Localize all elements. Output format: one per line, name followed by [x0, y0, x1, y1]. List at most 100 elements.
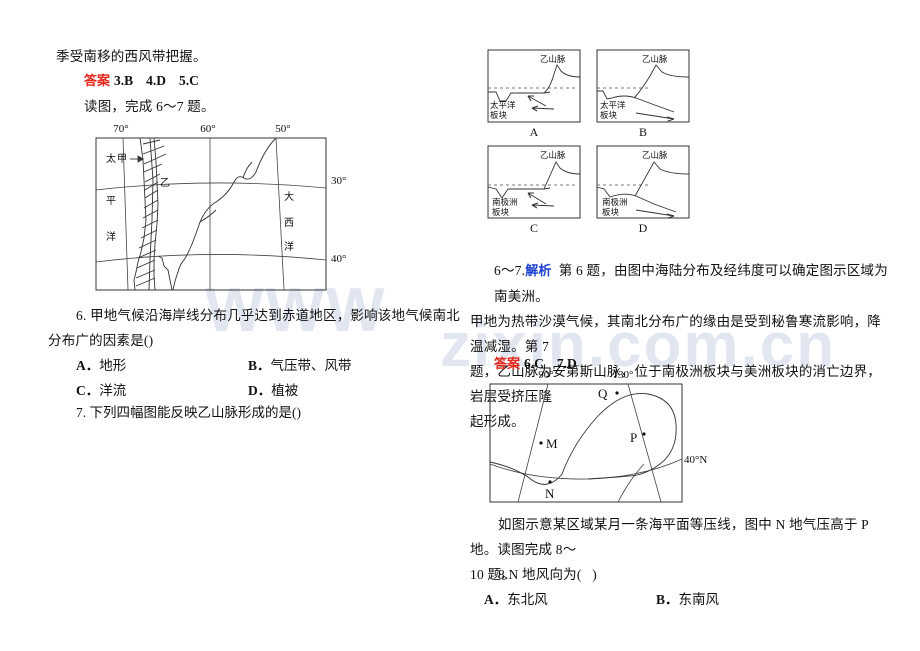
panel-C-plate-line1: 南极洲 — [492, 197, 518, 208]
answer-tag: 答案 — [84, 74, 111, 89]
question-7-number: 7. — [76, 405, 87, 420]
south-america-coast-map: 70° 60° 50° 30° 40° — [88, 120, 368, 298]
panel-C-label: C — [530, 221, 538, 235]
option-6-D-text: 植被 — [271, 383, 299, 398]
isobar-point-Q-dot — [615, 391, 619, 395]
lead-q810-line-1: 如图示意某区域某月一条海平面等压线，图中 N 地气压高于 P 地。读图完成 8～ — [470, 517, 869, 557]
option-8-A-text: 东北风 — [507, 592, 548, 607]
panel-D-plate-line2: 板块 — [602, 207, 620, 218]
map-point-b-label: 乙 — [160, 177, 170, 189]
answer-item-4: 4.D — [146, 73, 167, 88]
isobar-point-M-dot — [539, 441, 543, 445]
question-8-blank: ) — [592, 567, 597, 582]
panel-D-label: D — [639, 221, 648, 235]
lead-q810-line-2: 10 题。 — [470, 567, 515, 582]
isobar-point-M: M — [546, 436, 558, 451]
question-6-stem: 6. 甲地气候沿海岸线分布几乎达到赤道地区，影响该地气候南北分布广的因素是() — [48, 303, 468, 353]
map-label-pacific-c2: 平 — [106, 196, 116, 207]
question-8-text: N 地风向为( — [508, 567, 582, 582]
panel-C-mountain-label: 乙山脉 — [540, 150, 566, 161]
isobar-region-map: 90° 130° 40°N M N P Q — [478, 364, 718, 514]
option-6-B[interactable]: B．气压带、风带 — [248, 353, 420, 378]
analysis-line-1: 第 6 题，由图中海陆分布及经纬度可以确定图示区域为南美洲。 — [494, 263, 888, 304]
answer-item-6: 6.C — [524, 356, 544, 371]
option-6-A[interactable]: A．地形 — [76, 353, 248, 378]
panel-A-plate-line2: 板块 — [490, 110, 508, 121]
map-lon-label-70: 70° — [113, 123, 128, 135]
plate-tectonics-options: 太平洋 板块 乙山脉 A 太平洋 板块 乙山脉 B — [484, 46, 694, 246]
analysis-tag: 解析 — [525, 264, 552, 279]
option-6-D[interactable]: D．植被 — [248, 378, 420, 403]
answer-item-5: 5.C — [179, 73, 199, 88]
isobar-lon-label-90: 90° — [538, 369, 553, 381]
option-8-A[interactable]: A．东北风 — [484, 587, 656, 612]
option-8-B[interactable]: B．东南风 — [656, 587, 828, 612]
answer-values: 3.B 4.D 5.C — [114, 73, 212, 88]
option-8-B-key: B． — [656, 592, 679, 607]
answer-item-7: 7.D — [556, 356, 577, 371]
right-column: 太平洋 板块 乙山脉 A 太平洋 板块 乙山脉 B — [470, 0, 890, 651]
analysis-line-4: 起形成。 — [470, 414, 525, 429]
isobar-point-P-dot — [642, 432, 646, 436]
question-6-options-row-1: A．地形 B．气压带、风带 — [48, 353, 468, 378]
map-lon-label-60: 60° — [200, 123, 215, 135]
plate-panel-D: 南极洲 板块 乙山脉 D — [596, 145, 690, 235]
question-7: 7. 下列四幅图能反映乙山脉形成的是() — [48, 400, 468, 425]
isobar-point-N-dot — [548, 480, 552, 484]
panel-C-plate-line2: 板块 — [492, 207, 510, 218]
question-6-options-row-2: C．洋流 D．植被 — [48, 378, 468, 403]
question-8-options-row-1: A．东北风 B．东南风 — [470, 587, 890, 612]
map-label-atlantic-c3: 洋 — [284, 240, 294, 253]
analysis-block: 6～7.解析 第 6 题，由图中海陆分布及经纬度可以确定图示区域为南美洲。 甲地… — [470, 258, 890, 434]
analysis-first-line: 6～7.解析 第 6 题，由图中海陆分布及经纬度可以确定图示区域为南美洲。 — [470, 258, 890, 309]
option-8-A-key: A． — [484, 592, 508, 607]
option-6-A-key: A． — [76, 358, 100, 373]
isobar-point-P: P — [630, 430, 637, 445]
map-label-atlantic-c2: 西 — [284, 218, 294, 229]
question-6-blank: ) — [148, 333, 154, 348]
panel-D-mountain-label: 乙山脉 — [642, 150, 668, 161]
option-6-C[interactable]: C．洋流 — [76, 378, 248, 403]
map-lon-label-50: 50° — [275, 123, 290, 135]
isobar-lon-label-130: 130° — [613, 369, 634, 381]
question-8: 8.N 地风向为( ) A．东北风 B．东南风 — [470, 562, 890, 612]
question-8-stem: 8.N 地风向为( ) — [470, 562, 890, 587]
lead-text-left: 季受南移的西风带把握。 — [56, 49, 207, 64]
panel-B-plate-line1: 太平洋 — [600, 100, 626, 111]
plate-panel-B: 太平洋 板块 乙山脉 B — [596, 49, 690, 139]
isobar-point-N: N — [545, 486, 555, 501]
map-label-atlantic-c1: 大 — [284, 190, 294, 203]
option-6-D-key: D． — [248, 383, 272, 398]
option-6-A-text: 地形 — [99, 358, 127, 373]
question-6-number: 6. — [76, 308, 87, 323]
question-7-blank: ) — [296, 405, 302, 420]
question-8-number: 8. — [498, 567, 509, 582]
answer-line-67: 答案 6.C 7.D — [494, 353, 884, 373]
panel-B-label: B — [639, 125, 647, 139]
question-7-text: 下列四幅图能反映乙山脉形成的是( — [89, 405, 297, 420]
answer-line-345: 答案 3.B 4.D 5.C — [84, 70, 474, 90]
analysis-range: 6～7. — [494, 263, 526, 278]
panel-B-mountain-label: 乙山脉 — [642, 54, 668, 65]
question-6-text: 甲地气候沿海岸线分布几乎达到赤道地区，影响该地气候南北分布广的因素是( — [48, 308, 461, 348]
option-6-B-text: 气压带、风带 — [270, 358, 352, 373]
analysis-line-2: 甲地为热带沙漠气候，其南北分布广的缘由是受到秘鲁寒流影响，降温减湿。第 7 — [470, 314, 881, 354]
option-6-B-key: B． — [248, 358, 271, 373]
panel-A-label: A — [530, 125, 539, 139]
option-6-C-key: C． — [76, 383, 100, 398]
answer-tag-67: 答案 — [494, 357, 521, 372]
plate-panel-C: 南极洲 板块 乙山脉 C — [487, 145, 581, 235]
option-8-B-text: 东南风 — [678, 592, 720, 607]
panel-A-plate-line1: 太平洋 — [490, 100, 516, 111]
map-label-pacific-c1: 太 — [106, 152, 116, 165]
map-lat-label-30: 30° — [331, 175, 346, 187]
answer-values-67: 6.C 7.D — [524, 356, 590, 371]
option-6-C-text: 洋流 — [99, 383, 127, 398]
panel-A-mountain-label: 乙山脉 — [540, 54, 566, 65]
answer-item-3: 3.B — [114, 73, 134, 88]
lead-text-q8-10: 如图示意某区域某月一条海平面等压线，图中 N 地气压高于 P 地。读图完成 8～… — [470, 512, 890, 587]
isobar-lat-label-40n: 40°N — [684, 454, 707, 466]
isobar-point-Q: Q — [598, 386, 608, 401]
question-6: 6. 甲地气候沿海岸线分布几乎达到赤道地区，影响该地气候南北分布广的因素是() … — [48, 303, 468, 403]
